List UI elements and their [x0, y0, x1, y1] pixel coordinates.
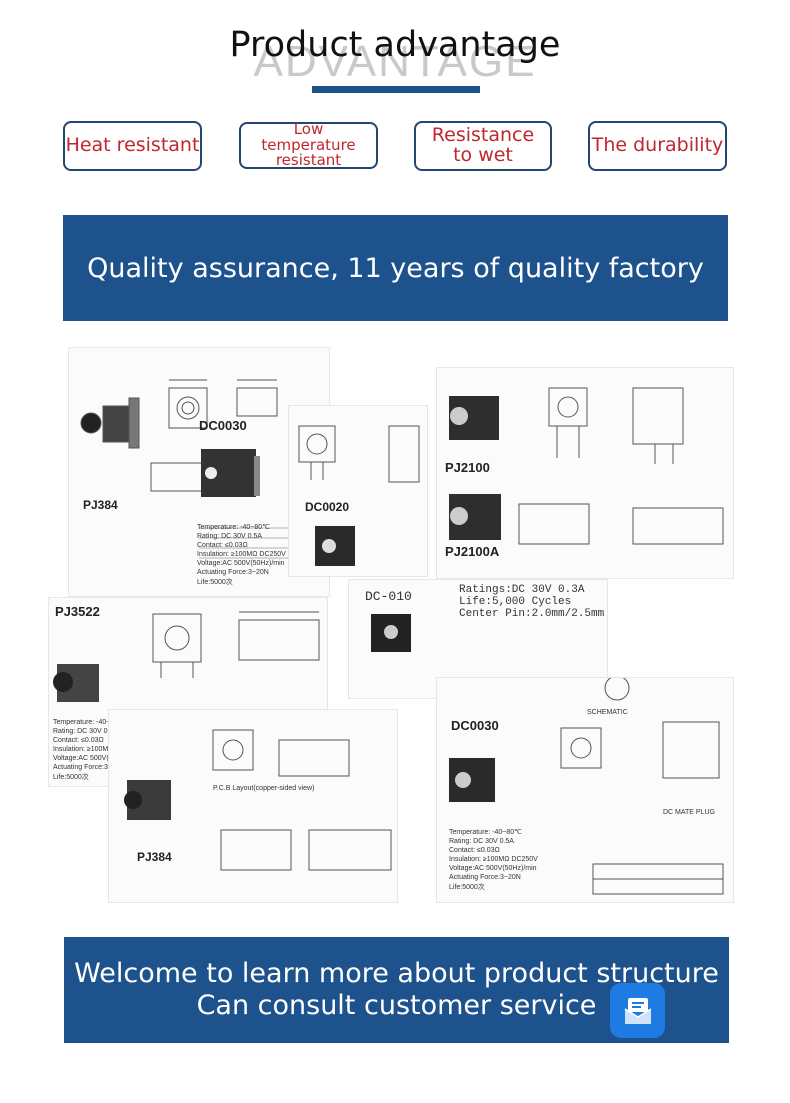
advantage-label: Heat resistant	[65, 134, 200, 157]
advantage-label: The durability	[591, 134, 724, 157]
model-label: PJ3522	[55, 604, 100, 619]
model-label: PJ384	[137, 850, 172, 864]
drawing-sheet-dc0030: DC0030 Temperature: -40~80℃ Rating: DC 3…	[436, 677, 734, 903]
product-drawings-collage: DC0030 PJ384 Temperature: -40~80℃ Rating…	[48, 347, 734, 903]
customer-service-button[interactable]	[610, 983, 665, 1038]
schematic-label: SCHEMATIC	[587, 709, 628, 716]
model-label: DC0030	[199, 418, 247, 433]
mate-plug-label: DC MATE PLUG	[663, 809, 715, 816]
advantage-low-temperature: Low temperature resistant	[239, 119, 378, 170]
drawing-sheet-pj384-b: PJ384 P.C.B Layout(copper-sided view)	[108, 709, 398, 903]
model-label: DC0020	[305, 500, 350, 514]
model-label: PJ2100A	[445, 544, 500, 559]
model-label: DC0030	[451, 718, 499, 733]
footer-banner-line1: Welcome to learn more about product stru…	[74, 958, 719, 990]
technical-drawing	[449, 387, 724, 545]
spec-block: Temperature: -40~80℃ Rating: DC 30V 0.5A…	[449, 829, 538, 891]
quality-banner: Quality assurance, 11 years of quality f…	[63, 215, 728, 321]
spec-block: Temperature: -40~8 Rating: DC 30V 0.5A C…	[53, 719, 118, 781]
pcb-layout-label: P.C.B Layout(copper-sided view)	[213, 785, 315, 792]
technical-drawing	[124, 729, 392, 871]
advantage-heat-resistant: Heat resistant	[63, 121, 202, 171]
advantage-label: Low temperature resistant	[261, 119, 356, 170]
model-label: PJ2100	[445, 460, 490, 475]
advantage-durability: The durability	[588, 121, 727, 171]
advantage-wet-resistance: Resistance to wet	[414, 121, 552, 171]
drawing-sheet-dc0020: DC0020	[288, 405, 428, 577]
drawing-sheet-pj2100: PJ2100 PJ2100A	[436, 367, 734, 579]
technical-drawing	[53, 611, 320, 702]
drawing-sheet-pj384: DC0030 PJ384 Temperature: -40~80℃ Rating…	[68, 347, 330, 597]
dc010-specs: Ratings:DC 30V 0.3A Life:5,000 Cycles Ce…	[459, 584, 605, 621]
advantage-label: Resistance to wet	[431, 124, 535, 166]
page-title: Product advantage	[229, 25, 561, 65]
message-icon	[624, 997, 651, 1024]
spec-block: Temperature: -40~80℃ Rating: DC 30V 0.5A…	[197, 524, 286, 586]
technical-drawing	[371, 614, 411, 652]
technical-drawing	[449, 678, 724, 895]
quality-banner-text: Quality assurance, 11 years of quality f…	[87, 252, 704, 284]
footer-banner-line2: Can consult customer service	[196, 990, 597, 1021]
background-watermark-word: ADVANTAGE	[253, 37, 537, 86]
title-underline	[312, 86, 480, 93]
model-label: PJ384	[83, 498, 118, 512]
technical-drawing	[298, 425, 420, 566]
model-label: DC-010	[365, 589, 412, 604]
technical-drawing	[80, 379, 299, 559]
